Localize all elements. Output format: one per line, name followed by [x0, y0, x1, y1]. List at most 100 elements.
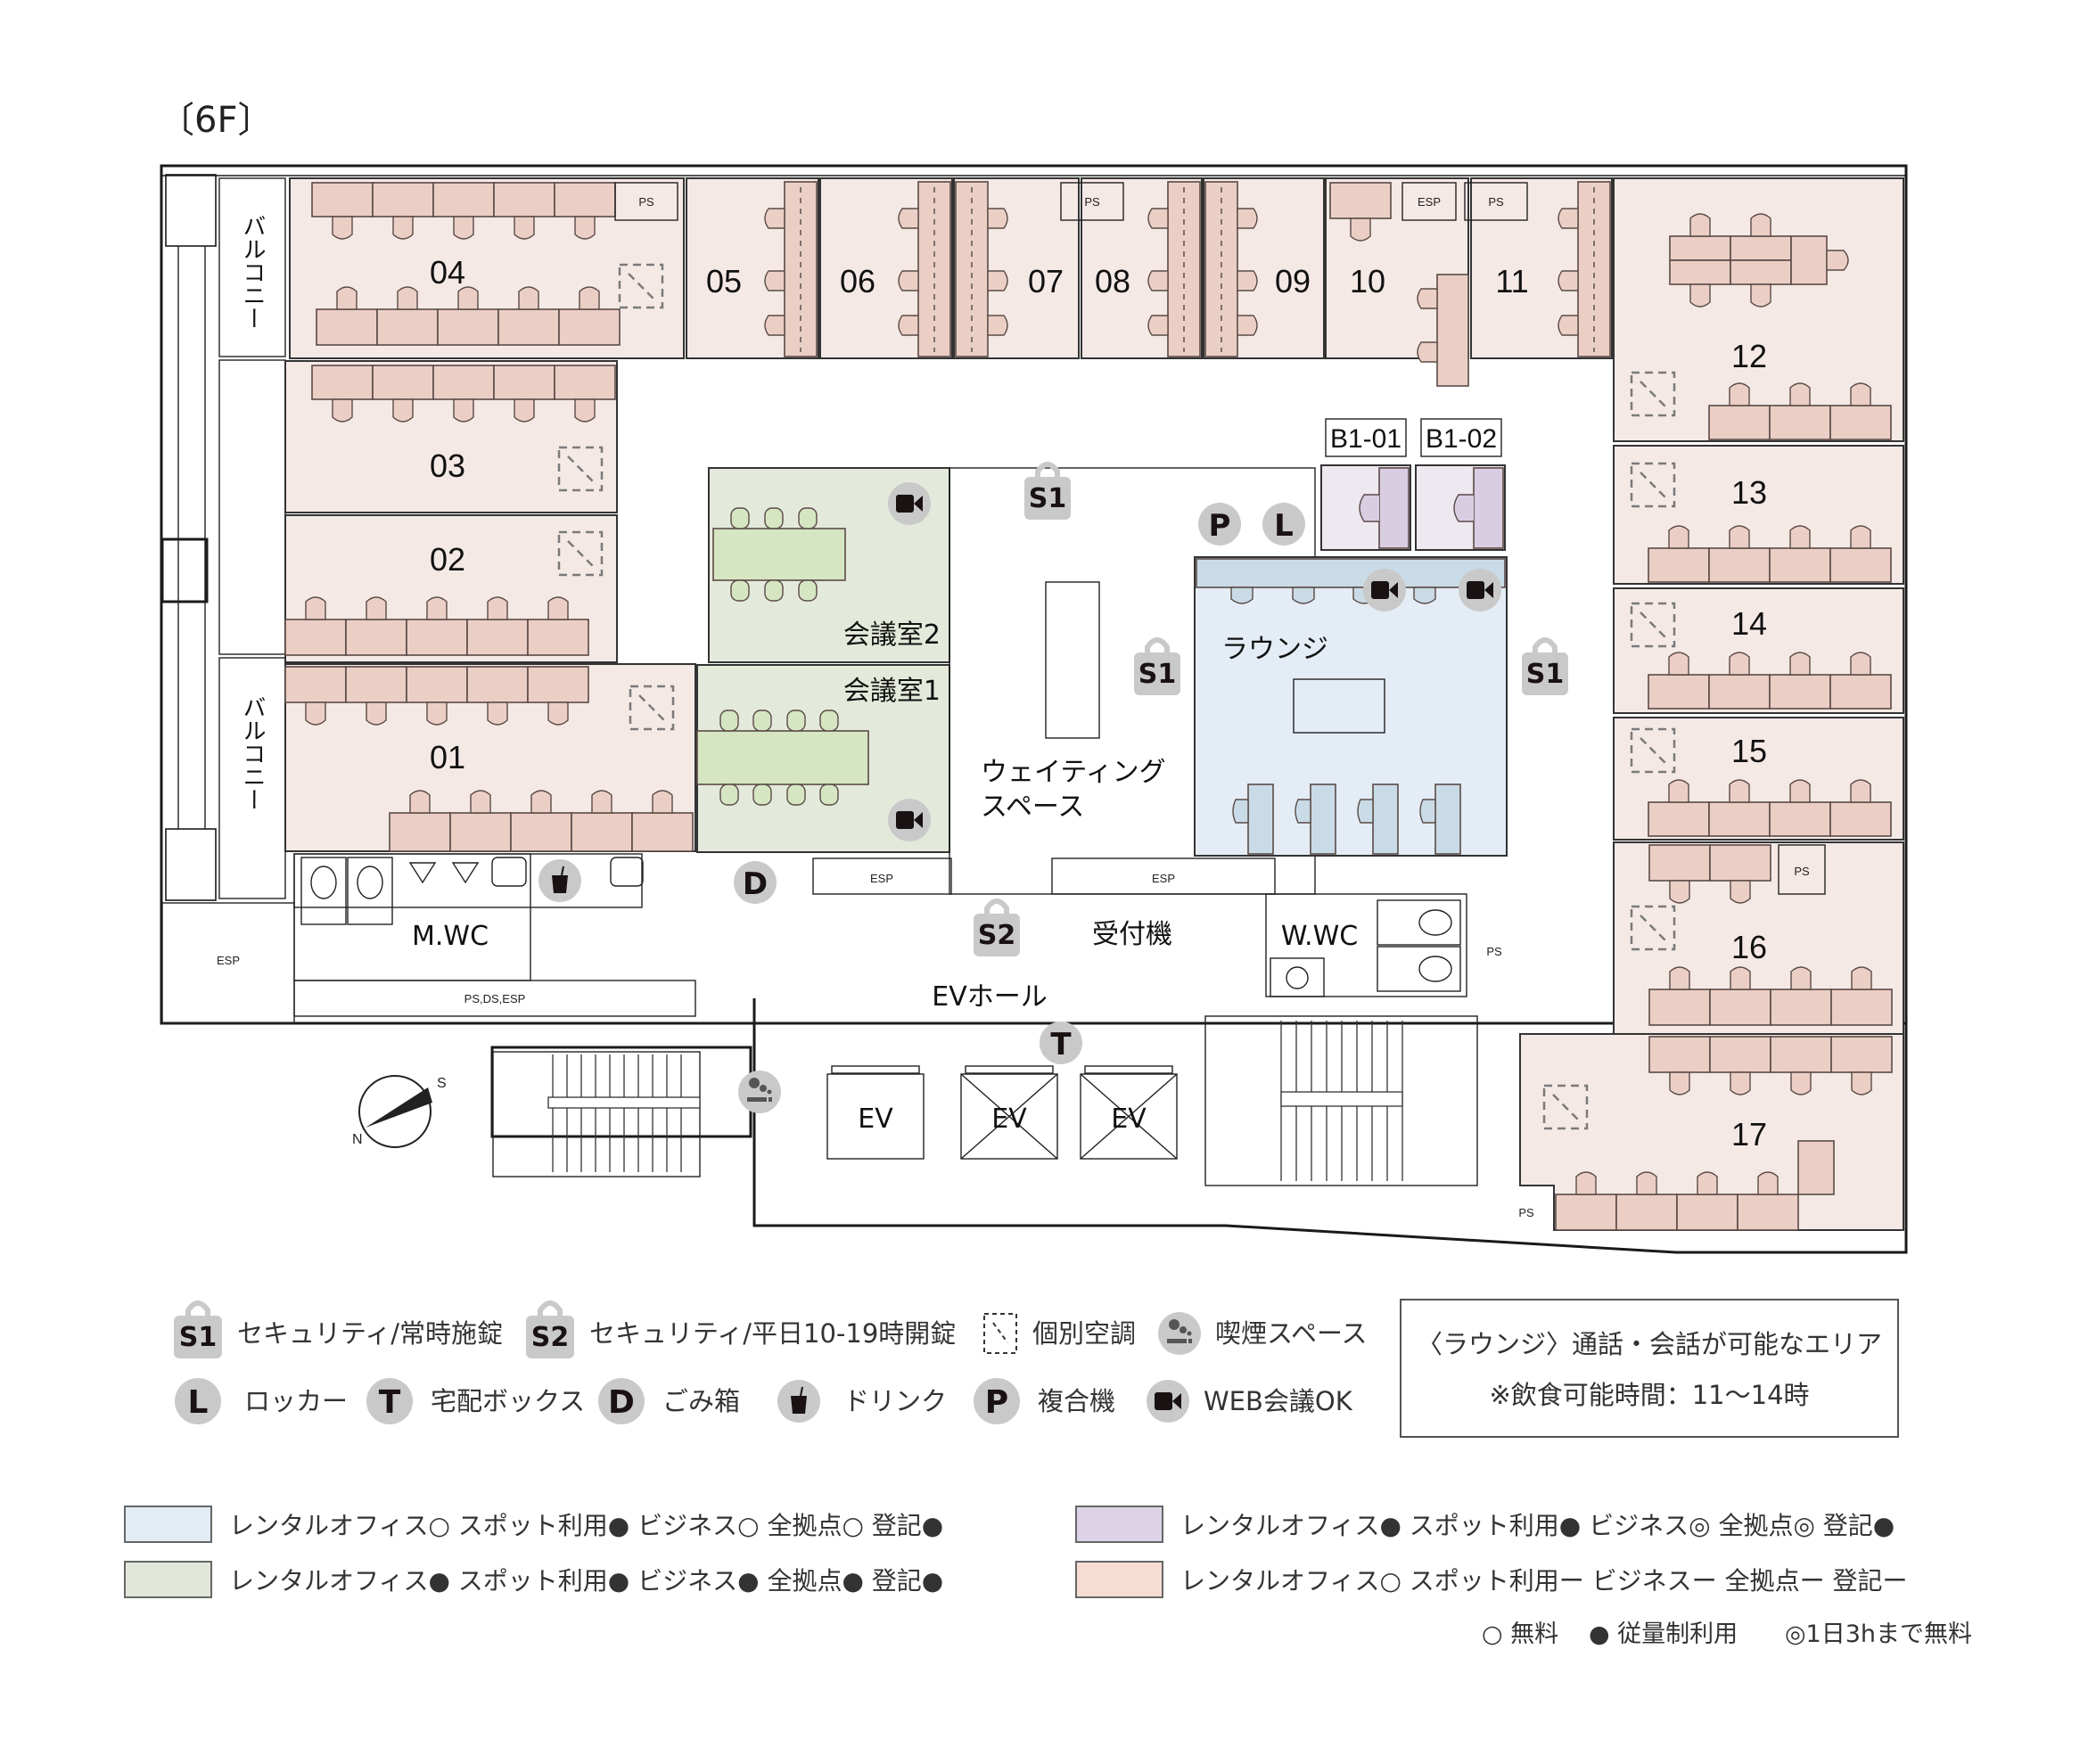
office-05[interactable]: 05 [686, 177, 819, 359]
security-s1-icon: S1 [1024, 462, 1071, 520]
legend-label: セキュリティ/常時施錠 [237, 1318, 503, 1349]
office-10[interactable]: 10 [1325, 177, 1469, 387]
desk [554, 365, 616, 400]
ac-unit-icon [983, 1313, 1017, 1354]
desk [1829, 801, 1892, 837]
compass-north: N [352, 1132, 363, 1147]
elevator-label: EV [991, 1104, 1027, 1135]
desk [1769, 405, 1831, 440]
room-number: 03 [430, 447, 465, 484]
legend-label: ロッカー [244, 1386, 348, 1416]
compass-south: S [437, 1076, 447, 1091]
svg-text:ESP: ESP [870, 872, 893, 885]
office-09[interactable]: 09 [1203, 177, 1325, 359]
lounge-note-line1: 〈ラウンジ〉通話・会話が可能なエリア [1417, 1329, 1882, 1359]
security-s2-icon: S2 [974, 898, 1020, 956]
utility-shaft [1060, 182, 1124, 221]
desk [1669, 259, 1731, 285]
office-04[interactable]: 04 [289, 177, 685, 359]
lounge-note: 〈ラウンジ〉通話・会話が可能なエリア ※飲食可能時間：11〜14時 [1400, 1299, 1899, 1438]
desk [284, 619, 347, 656]
office-06[interactable]: 06 [819, 177, 953, 359]
plan-color-swatch [1075, 1561, 1163, 1598]
desk [1737, 1194, 1799, 1231]
desk [1708, 674, 1771, 710]
desk [1829, 674, 1892, 710]
plan-legend-row: レンタルオフィス● スポット利用● ビジネス● 全拠点● 登記● [124, 1561, 943, 1598]
balcony-south: バルコニー [218, 657, 286, 899]
stairs-east [1204, 1015, 1478, 1186]
meeting-room-2[interactable]: 会議室2 [708, 467, 950, 663]
booth-b1-02-label: B1-02 [1426, 424, 1497, 454]
office-02[interactable]: 02 [284, 514, 618, 663]
office-13[interactable]: 13 [1613, 445, 1904, 585]
desk [311, 365, 374, 400]
office-12[interactable]: 12 [1613, 177, 1904, 442]
floor-title: 〔6F〕 [159, 100, 273, 141]
desk [311, 182, 374, 217]
office-15[interactable]: 15 [1613, 717, 1904, 841]
legend-item: 個別空調 [983, 1313, 1136, 1354]
booth-b1-01[interactable]: B1-01 [1320, 418, 1411, 551]
office-07[interactable]: 07 [953, 177, 1080, 359]
office-14[interactable]: 14 [1613, 587, 1904, 714]
elevator: EV [826, 1065, 925, 1160]
plan-color-swatch [124, 1561, 212, 1598]
desk [527, 619, 589, 656]
drink-icon [538, 859, 581, 902]
desk [1829, 547, 1892, 583]
desk [493, 365, 555, 400]
lounge-table [1293, 678, 1385, 734]
smoking-area-icon [738, 1071, 781, 1113]
room-number: 16 [1731, 929, 1767, 965]
desk [1708, 405, 1771, 440]
desk [493, 182, 555, 217]
booth-b1-02[interactable]: B1-02 [1415, 418, 1506, 551]
desk [1648, 547, 1710, 583]
mens-restroom[interactable]: M.WC [293, 853, 644, 981]
lounge[interactable]: ラウンジ [1194, 556, 1508, 857]
desk [406, 666, 468, 703]
room-number: 07 [1028, 263, 1064, 299]
desk [316, 308, 378, 346]
desk [631, 812, 694, 852]
plan-description: レンタルオフィス● スポット利用● ビジネス◎ 全拠点◎ 登記● [1180, 1511, 1895, 1540]
desk [1830, 1036, 1893, 1073]
stairs-west [492, 1051, 701, 1177]
locker-icon: L [1262, 503, 1305, 546]
desk [449, 812, 512, 852]
office-11[interactable]: 11 [1470, 177, 1613, 359]
legend-item: ドリンク [777, 1380, 947, 1423]
desk [1669, 235, 1731, 261]
waiting-space: ウェイティング スペース [949, 467, 1316, 895]
room-number: 05 [706, 263, 742, 299]
office-08[interactable]: 08 [1081, 177, 1203, 359]
svg-text:D: D [743, 866, 768, 902]
waiting-bench [1045, 581, 1100, 739]
legend-item: WEB会議OK [1147, 1380, 1353, 1423]
desk [1708, 547, 1771, 583]
svg-text:ESP: ESP [217, 954, 240, 967]
office-01[interactable]: 01 [284, 663, 696, 852]
meeting-room-2-label: 会議室2 [843, 619, 941, 651]
desk [432, 365, 495, 400]
utility-shaft [1464, 182, 1528, 221]
womens-restroom[interactable]: W.WC PS [1265, 893, 1502, 997]
desk [1676, 1194, 1738, 1231]
lounge-note-line2: ※飲食可能時間：11〜14時 [1489, 1380, 1809, 1410]
desk [372, 182, 434, 217]
ac-unit-icon [557, 530, 604, 577]
legend-label: 喫煙スペース [1215, 1318, 1368, 1349]
ac-unit-icon [1542, 1084, 1589, 1130]
office-03[interactable]: 03 [284, 360, 618, 513]
room-number: 15 [1731, 733, 1767, 769]
mwc-label: M.WC [412, 921, 489, 952]
desk [1769, 674, 1831, 710]
room-number: 14 [1731, 605, 1767, 642]
security-s2-icon: S2 [531, 1322, 569, 1353]
